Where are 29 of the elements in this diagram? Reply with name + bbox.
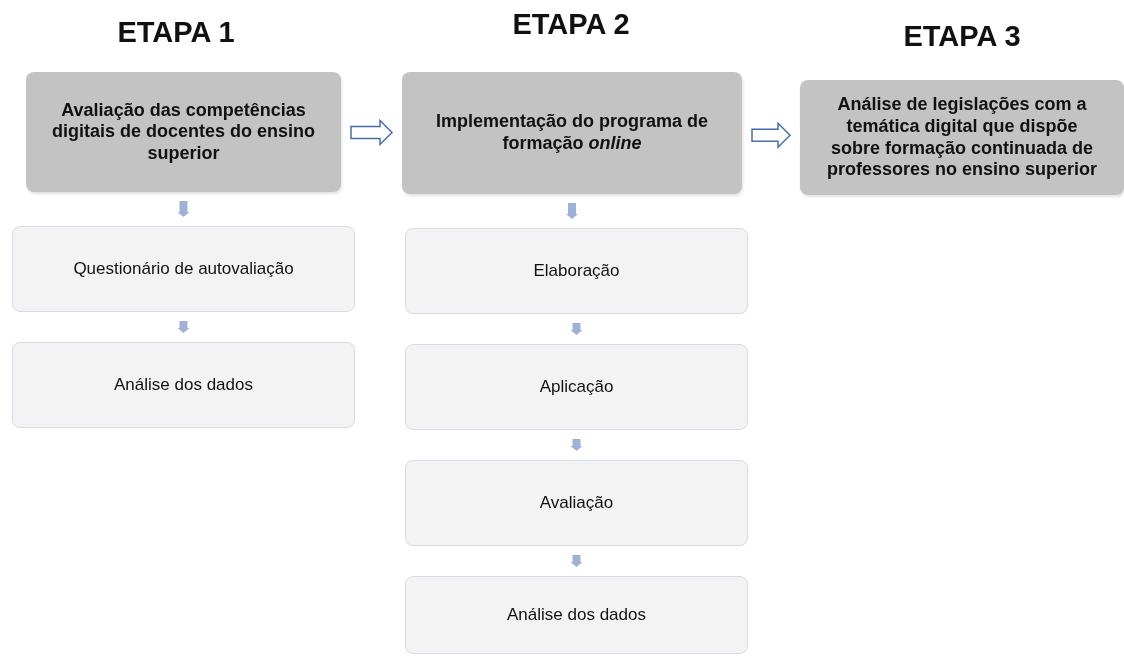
- outline-arrow: [751, 121, 792, 150]
- arrow: [177, 321, 190, 333]
- stage-box: [800, 80, 1124, 195]
- step-box: [405, 460, 748, 546]
- step-box: [405, 228, 748, 314]
- box-text: Avaliação das competências digitais de docentes do ensino superior: [50, 99, 316, 165]
- step-box: [405, 576, 748, 654]
- arrow: [570, 439, 583, 451]
- step-box: [12, 342, 355, 428]
- box-text: Implementação do programa de formação online: [434, 111, 710, 155]
- box-text: Análise dos dados: [507, 604, 646, 626]
- arrow: [570, 555, 583, 567]
- box-text: Aplicação: [539, 376, 614, 398]
- box-text: Elaboração: [533, 260, 620, 282]
- stage-box: [402, 72, 742, 194]
- box-text: Análise dos dados: [114, 374, 253, 396]
- arrow: [177, 201, 190, 217]
- stage-heading: ETAPA 1: [117, 16, 235, 49]
- stage-heading: ETAPA 3: [903, 20, 1021, 53]
- arrow: [566, 203, 578, 219]
- box-text: Análise de legislações com a temática digital que dispõe sobre formação continuada de professores no ensino superior: [825, 94, 1099, 181]
- step-box: [12, 226, 355, 312]
- stage-heading: ETAPA 2: [512, 8, 630, 41]
- box-text: Questionário de autovaliação: [73, 258, 294, 280]
- outline-arrow: [350, 118, 394, 147]
- arrow: [570, 323, 583, 335]
- step-box: [405, 344, 748, 430]
- stage-box: [26, 72, 341, 192]
- box-text: Avaliação: [539, 492, 614, 514]
